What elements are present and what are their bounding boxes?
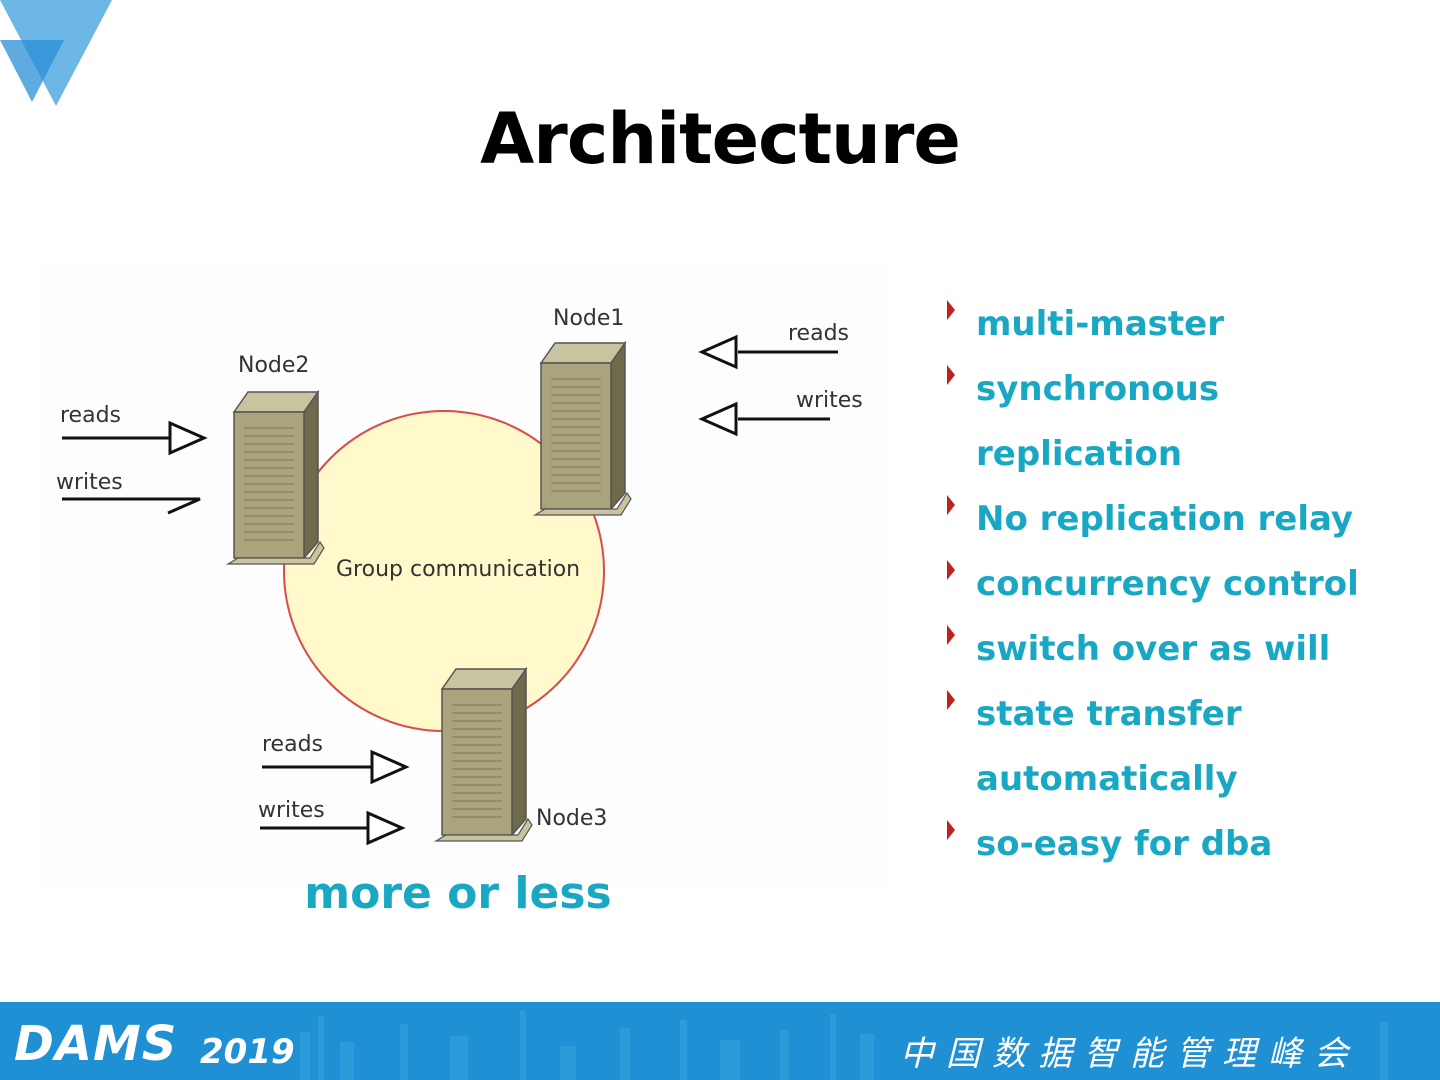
node2-writes-arrow (62, 497, 201, 515)
bullet-arrow-icon (947, 300, 955, 320)
node3-reads-label: reads (262, 732, 323, 757)
bullet-arrow-icon (947, 690, 955, 710)
feature-bullet-list: multi-master synchronous replication No … (940, 292, 1420, 877)
bullet-item: concurrency control (940, 552, 1420, 617)
diagram-caption: more or less (304, 868, 612, 919)
node3-writes-label: writes (258, 798, 325, 823)
bullet-arrow-icon (947, 365, 955, 385)
node3-label: Node3 (536, 806, 607, 831)
bullet-arrow-icon (947, 560, 955, 580)
node1-reads-label: reads (788, 321, 849, 346)
node1-label: Node1 (553, 306, 624, 331)
node1-writes-label: writes (796, 388, 863, 413)
bullet-arrow-icon (947, 495, 955, 515)
node3-reads-arrow (262, 749, 410, 785)
node3-server-icon (435, 668, 533, 842)
dams-logo: DAMS (14, 1016, 178, 1072)
node1-writes-arrow (698, 401, 830, 437)
bullet-item: switch over as will (940, 617, 1420, 682)
corner-triangle-logo (0, 0, 112, 106)
bullet-item: state transfer automatically (940, 682, 1420, 812)
bullet-arrow-icon (947, 625, 955, 645)
footer-banner: DAMS 2019 中国数据智能管理峰会 (0, 1002, 1440, 1080)
group-communication-label: Group communication (336, 557, 580, 582)
node2-label: Node2 (238, 353, 309, 378)
node1-reads-arrow (698, 334, 838, 370)
node2-server-icon (227, 391, 325, 565)
city-skyline-decoration (300, 1010, 1388, 1080)
bullet-item: synchronous replication (940, 357, 1420, 487)
bullet-item: multi-master (940, 292, 1420, 357)
node2-reads-arrow (62, 420, 208, 456)
node2-reads-label: reads (60, 403, 121, 428)
node3-writes-arrow (260, 810, 406, 846)
slide-title: Architecture (480, 98, 961, 180)
node2-writes-label: writes (56, 470, 123, 495)
bullet-arrow-icon (947, 820, 955, 840)
footer-year: 2019 (200, 1032, 295, 1072)
bullet-item: so-easy for dba (940, 812, 1420, 877)
footer-slogan: 中国数据智能管理峰会 (900, 1034, 1360, 1074)
architecture-diagram: Group communication Node1 reads writes N… (38, 265, 886, 887)
bullet-item: No replication relay (940, 487, 1420, 552)
node1-server-icon (534, 342, 632, 516)
